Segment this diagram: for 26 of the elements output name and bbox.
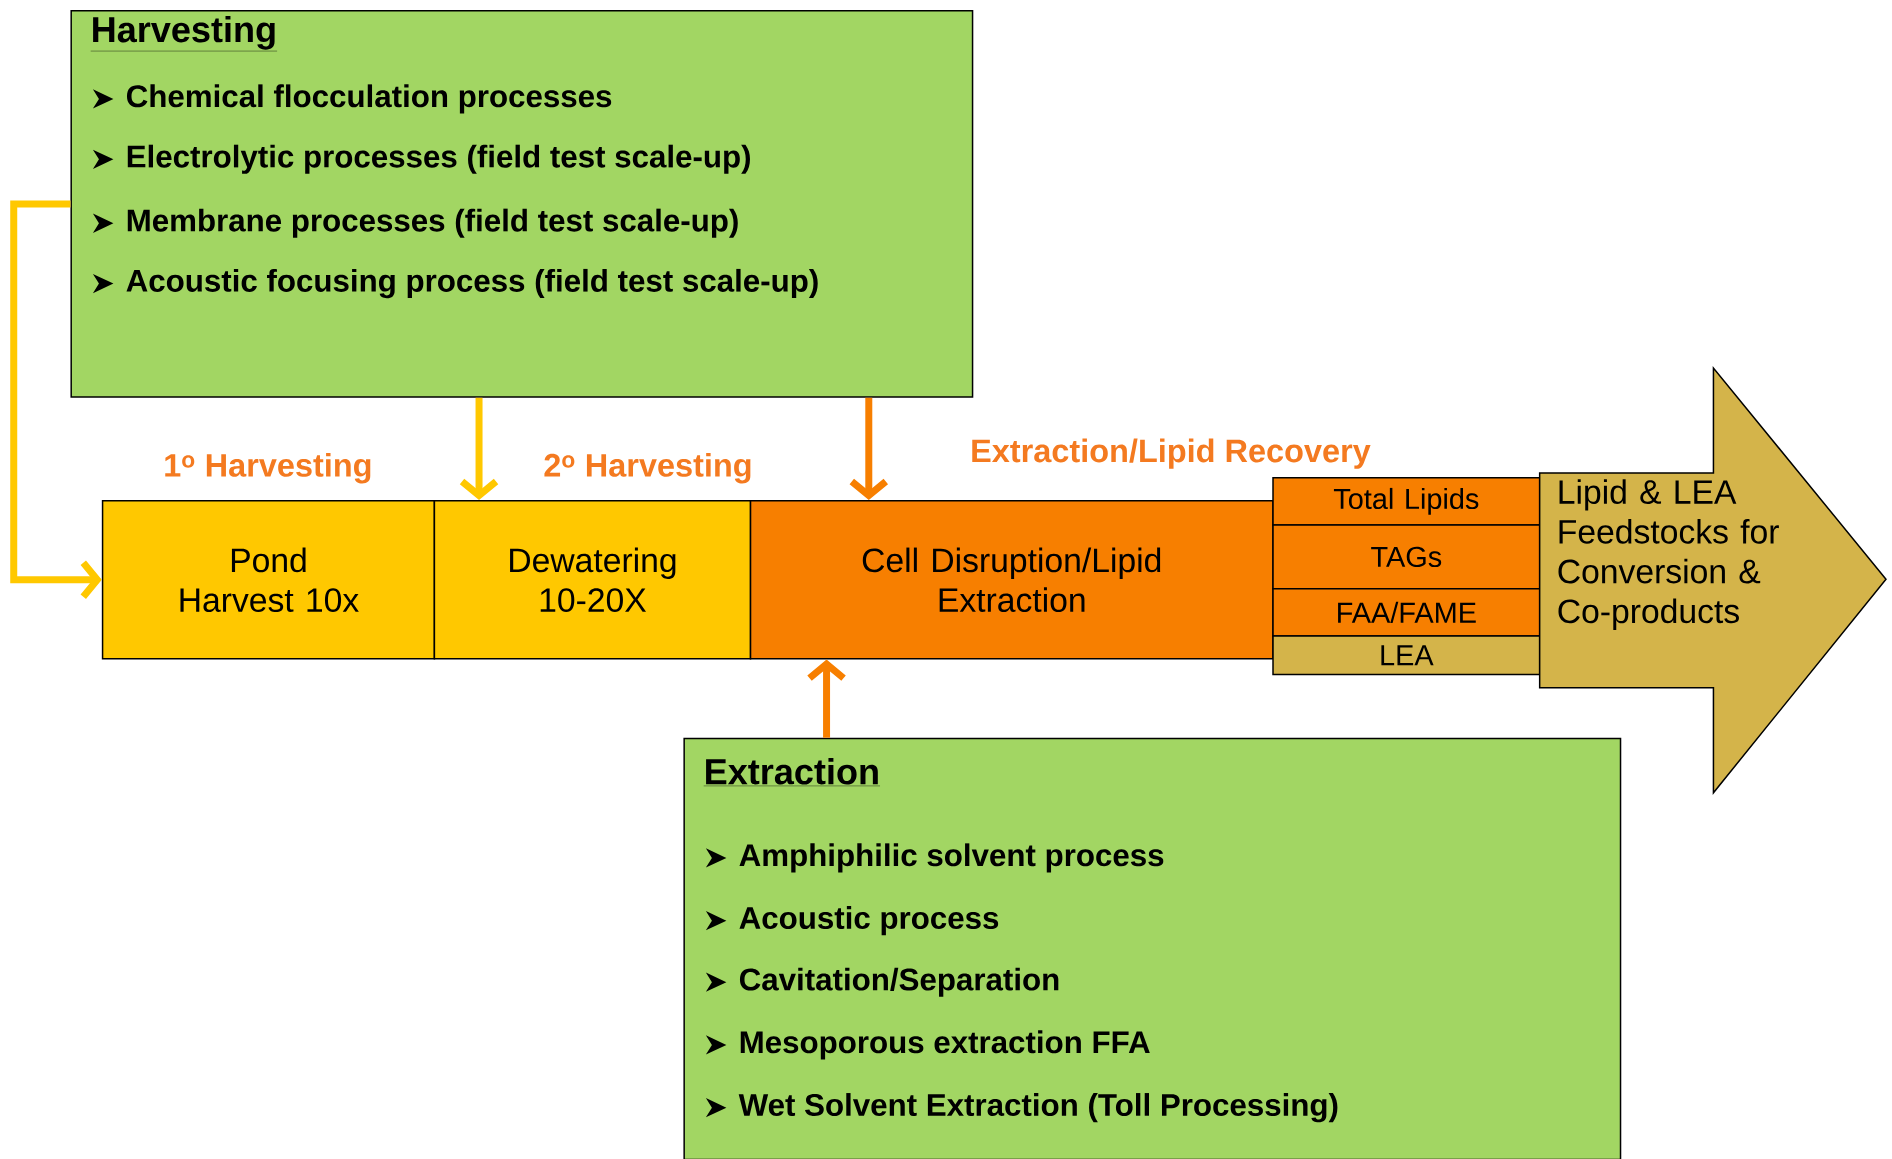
process-box: Pond Harvest 10x (101, 500, 436, 660)
list-item: Amphiphilic solvent process (705, 843, 1164, 873)
arrow (459, 397, 499, 500)
process-box: Dewatering 10-20X (433, 500, 752, 660)
stage-label: Extraction/Lipid Recovery (972, 438, 1371, 469)
list-item: Electrolytic processes (field test scale-up) (92, 144, 750, 174)
product-box: FAA/FAME (1272, 588, 1541, 637)
list-item: Cavitation/Separation (705, 967, 1059, 997)
harvesting-panel (70, 10, 974, 398)
stage-label: 2$^{o}$ Harvesting (544, 452, 751, 484)
list-item: Wet Solvent Extraction (Toll Processing) (705, 1093, 1338, 1123)
list-item: Acoustic focusing process (field test scale-up) (92, 268, 818, 299)
product-box: Total Lipids (1272, 477, 1541, 526)
panel-heading: Harvesting (90, 15, 278, 52)
arrow (849, 397, 888, 500)
list-item: Acoustic process (705, 906, 999, 936)
extraction-panel (683, 737, 1622, 1159)
panel-heading: Extraction (703, 758, 881, 787)
product-box: LEA (1272, 635, 1541, 676)
process-box: Cell Disruption/Lipid Extraction (749, 500, 1274, 660)
list-item: Membrane processes (field test scale-up) (92, 208, 738, 238)
stage-label: 1$^{o}$ Harvesting (165, 452, 371, 484)
product-box: TAGs (1272, 524, 1541, 590)
list-item: Chemical flocculation processes (92, 84, 612, 114)
list-item: Mesoporous extraction FFA (705, 1030, 1150, 1060)
arrow (10, 200, 102, 599)
